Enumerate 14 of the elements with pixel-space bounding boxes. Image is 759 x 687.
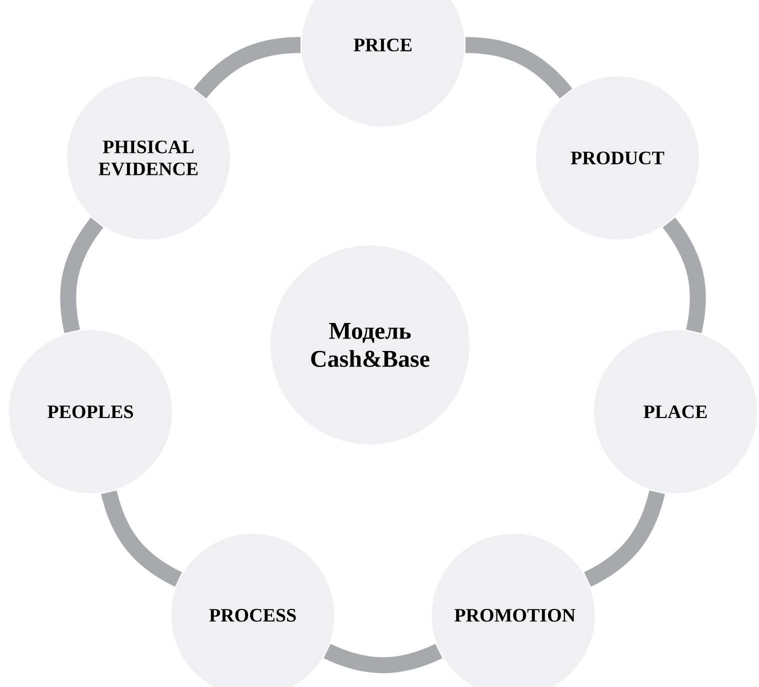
ring-segment (194, 37, 301, 99)
circle-node: PLACE (593, 329, 758, 494)
circle-node: Модель Cash&Base (270, 244, 470, 446)
circle-node: PROMOTION (430, 532, 596, 687)
ring-segment (584, 490, 665, 587)
ring-segment (60, 218, 104, 333)
circle-node: PRODUCT (535, 76, 700, 240)
circle-node: PEOPLES (8, 329, 173, 494)
ring-segment (465, 37, 572, 99)
circle-node: PROCESS (170, 532, 336, 687)
ring-segment (662, 218, 706, 333)
circle-node: PHISICAL EVIDENCE (66, 76, 231, 240)
ring-segment (101, 490, 182, 587)
ring-segment (324, 644, 442, 674)
